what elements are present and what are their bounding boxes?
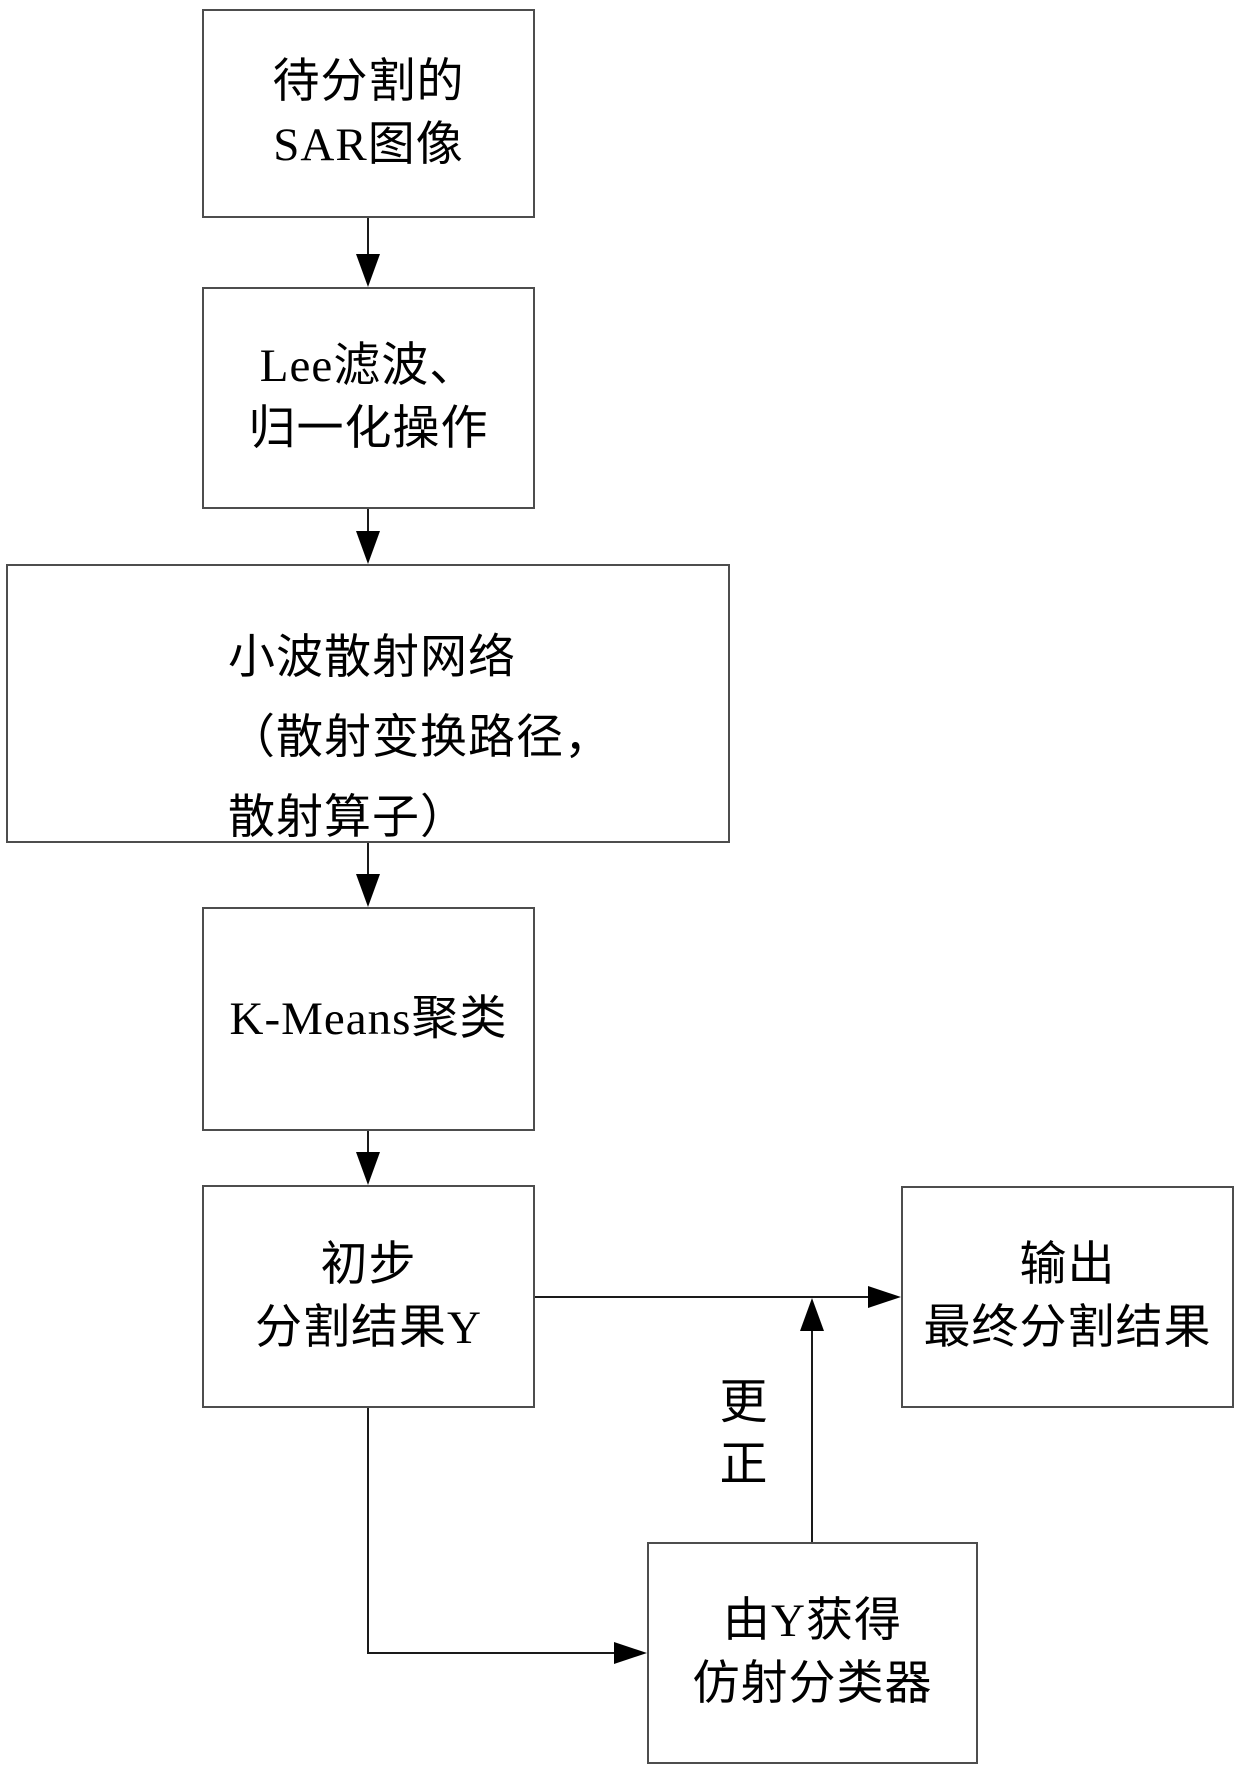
box-sar-image-line1: 待分割的 xyxy=(272,55,465,108)
connector-wavelet-to-kmeans-arrowhead-icon xyxy=(356,874,380,907)
box-initial-result: 初步 分割结果Y xyxy=(202,1185,535,1408)
connector-correction-arrowhead-icon xyxy=(800,1298,824,1331)
connector-initial-to-affine-arrowhead-icon xyxy=(614,1642,647,1664)
label-correction: 更 正 xyxy=(697,1372,791,1496)
label-correction-line1: 更 xyxy=(719,1376,769,1429)
box-affine-classifier-line2: 仿射分类器 xyxy=(692,1658,933,1710)
box-kmeans: K-Means聚类 xyxy=(202,907,535,1131)
box-affine-classifier-line1: 由Y获得 xyxy=(723,1595,902,1647)
connector-sar-to-preprocess-line xyxy=(367,218,369,256)
connector-initial-to-affine-vline xyxy=(367,1408,369,1654)
box-final-output: 输出 最终分割结果 xyxy=(901,1186,1234,1408)
connector-correction-line xyxy=(811,1331,813,1542)
connector-kmeans-to-initial-line xyxy=(367,1131,369,1154)
box-preprocess: Lee滤波、 归一化操作 xyxy=(202,287,535,509)
connector-preprocess-to-wavelet-line xyxy=(367,509,369,533)
box-initial-result-line1: 初步 xyxy=(320,1238,417,1291)
box-sar-image: 待分割的 SAR图像 xyxy=(202,9,535,218)
box-affine-classifier: 由Y获得 仿射分类器 xyxy=(647,1542,978,1764)
box-final-output-line2: 最终分割结果 xyxy=(923,1302,1212,1354)
box-wavelet-scattering-line2: （散射变换路径， xyxy=(228,712,612,764)
label-correction-line2: 正 xyxy=(719,1438,769,1491)
box-preprocess-line1: Lee滤波、 xyxy=(259,340,478,392)
box-wavelet-scattering: 小波散射网络 （散射变换路径， 散射算子） xyxy=(6,564,730,844)
connector-preprocess-to-wavelet-arrowhead-icon xyxy=(356,531,380,564)
box-final-output-line1: 输出 xyxy=(1019,1239,1116,1291)
box-sar-image-line2: SAR图像 xyxy=(273,118,464,171)
box-initial-result-line2: 分割结果Y xyxy=(255,1301,482,1354)
box-kmeans-line1: K-Means聚类 xyxy=(229,992,508,1045)
connector-initial-to-output-arrowhead-icon xyxy=(868,1286,901,1308)
connector-initial-to-output-line xyxy=(535,1296,869,1298)
connector-kmeans-to-initial-arrowhead-icon xyxy=(356,1152,380,1185)
box-preprocess-line2: 归一化操作 xyxy=(248,403,489,455)
box-wavelet-scattering-line1: 小波散射网络 xyxy=(228,632,516,684)
connector-wavelet-to-kmeans-line xyxy=(367,843,369,876)
connector-sar-to-preprocess-arrowhead-icon xyxy=(356,254,380,287)
box-wavelet-scattering-line3: 散射算子） xyxy=(228,792,468,844)
connector-initial-to-affine-hline xyxy=(367,1652,616,1654)
